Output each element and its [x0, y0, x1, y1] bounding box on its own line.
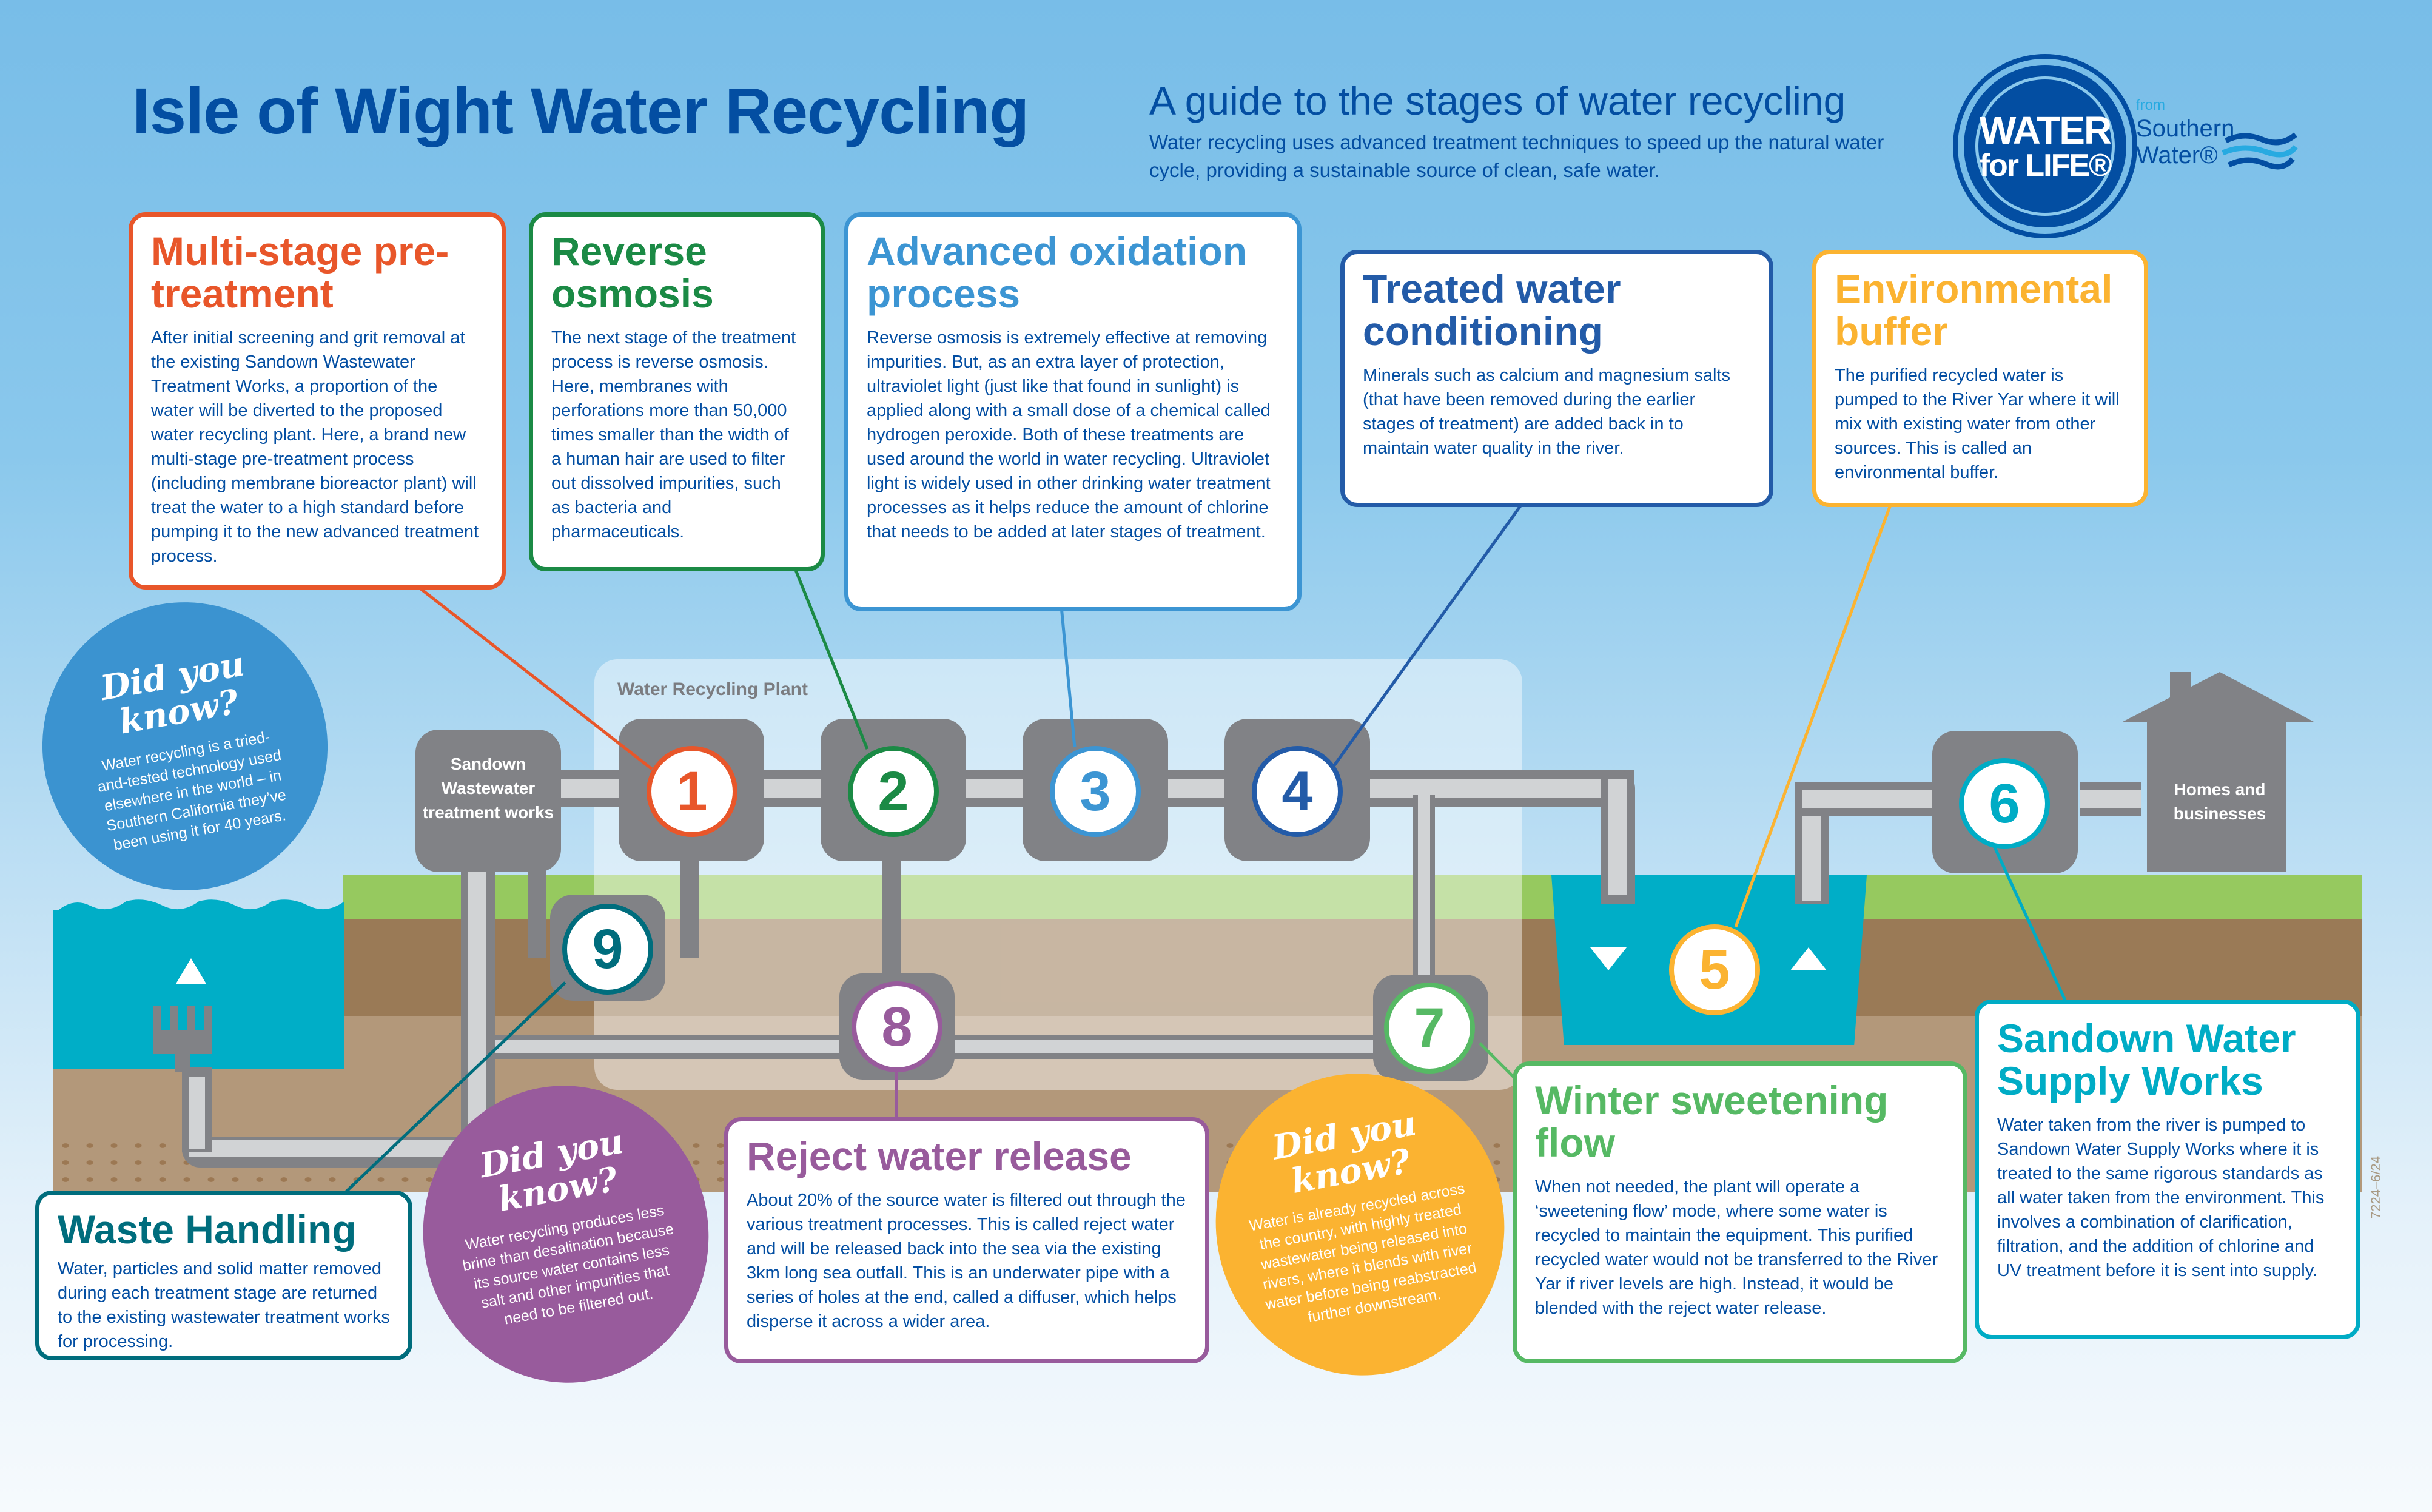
flow-arrow-down-icon [1590, 947, 1627, 970]
card-oxidation: Advanced oxidation process Reverse osmos… [844, 212, 1302, 611]
card-winter-body: When not needed, the plant will operate … [1535, 1177, 1938, 1318]
stage-5-marker[interactable]: 5 [1669, 924, 1760, 1015]
card-oxidation-body: Reverse osmosis is extremely effective a… [867, 328, 1271, 542]
card-supply-works-body: Water taken from the river is pumped to … [1997, 1115, 2325, 1280]
card-waste: Waste Handling Water, particles and soli… [35, 1191, 412, 1360]
diffuser-icon [153, 1006, 212, 1072]
card-conditioning: Treated water conditioning Minerals such… [1340, 250, 1773, 507]
outfall-horizontal-inner [189, 1140, 474, 1157]
card-reject-title: Reject water release [747, 1134, 1132, 1178]
water-for-life-logo: WATER for LIFE® [1958, 59, 2132, 234]
card-oxidation-title: Advanced oxidation process [867, 229, 1248, 316]
homes-label: Homes and businesses [2173, 780, 2266, 823]
card-waste-title: Waste Handling [58, 1207, 357, 1252]
card-reject-body: About 20% of the source water is filtere… [747, 1191, 1186, 1331]
card-reject: Reject water release About 20% of the so… [724, 1117, 1209, 1363]
flow-arrow-up-icon [1790, 947, 1827, 970]
stage-8-marker[interactable]: 8 [852, 981, 942, 1072]
did-you-know-heading: Did you know? [477, 1121, 627, 1220]
stage-2-marker[interactable]: 2 [848, 746, 939, 837]
southern-water-logo-text: Southern Water® [2136, 115, 2235, 169]
stage-1-marker[interactable]: 1 [647, 746, 737, 837]
logo-life-text: for LIFE® [1979, 148, 2112, 183]
house-icon [2123, 672, 2314, 872]
southern-water-wave-icon [2222, 132, 2298, 170]
stage-3-marker[interactable]: 3 [1050, 746, 1141, 837]
card-pretreatment-title: Multi-stage pre-treatment [151, 229, 449, 316]
stage-7-marker[interactable]: 7 [1384, 983, 1475, 1074]
card-pretreatment: Multi-stage pre-treatment After initial … [129, 212, 506, 590]
pipe-to-7-inner [1418, 795, 1430, 989]
card-conditioning-body: Minerals such as calcium and magnesium s… [1363, 366, 1731, 458]
outfall-up-inner [189, 1077, 205, 1149]
pipe-to-homes-inner [2080, 790, 2141, 808]
stage-9-marker[interactable]: 9 [562, 904, 653, 995]
wastewater-works-label: Sandown Wastewater treatment works [422, 754, 554, 822]
logo-from-text: from [2136, 97, 2165, 113]
card-waste-body: Water, particles and solid matter remove… [58, 1259, 391, 1351]
card-reverse-osmosis-title: Reverse osmosis [551, 229, 714, 316]
plant-label: Water Recycling Plant [617, 679, 808, 699]
card-pretreatment-body: After initial screening and grit removal… [151, 328, 479, 566]
stage-4-marker[interactable]: 4 [1252, 746, 1343, 837]
card-buffer: Environmental buffer The purified recycl… [1812, 250, 2148, 507]
did-you-know-bubble-1: Did you know? Water recycling is a tried… [19, 579, 351, 913]
card-buffer-title: Environmental buffer [1835, 266, 2113, 354]
card-reverse-osmosis-body: The next stage of the treatment process … [551, 328, 796, 542]
did-you-know-text: Water recycling is a tried-and-tested te… [96, 728, 287, 854]
card-supply-works: Sandown Water Supply Works Water taken f… [1975, 1000, 2360, 1339]
page-title: Isle of Wight Water Recycling [132, 74, 1029, 147]
pipe-to-river-inner [1608, 779, 1627, 895]
page-subtitle: A guide to the stages of water recycling [1149, 78, 1846, 123]
document-code: 7224–6/24 [2368, 1156, 2383, 1219]
card-winter-title: Winter sweetening flow [1535, 1078, 1889, 1165]
outfall-pipe-inner [468, 837, 486, 1152]
card-conditioning-title: Treated water conditioning [1363, 266, 1621, 354]
card-supply-works-title: Sandown Water Supply Works [1997, 1016, 2296, 1103]
intro-text: Water recycling uses advanced treatment … [1149, 131, 1884, 181]
pipe-1-to-9 [680, 849, 699, 958]
logo-water-text: WATER [1979, 109, 2112, 152]
sea-waves [53, 899, 344, 915]
card-buffer-body: The purified recycled water is pumped to… [1835, 366, 2120, 482]
card-reverse-osmosis: Reverse osmosis The next stage of the tr… [529, 212, 825, 571]
card-winter: Winter sweetening flow When not needed, … [1513, 1061, 1967, 1363]
stage-6-marker[interactable]: 6 [1959, 758, 2050, 849]
did-you-know-heading: Did you know? [98, 643, 248, 742]
pipe-2-to-8 [882, 849, 901, 983]
flow-arrow-up-icon [176, 958, 206, 984]
